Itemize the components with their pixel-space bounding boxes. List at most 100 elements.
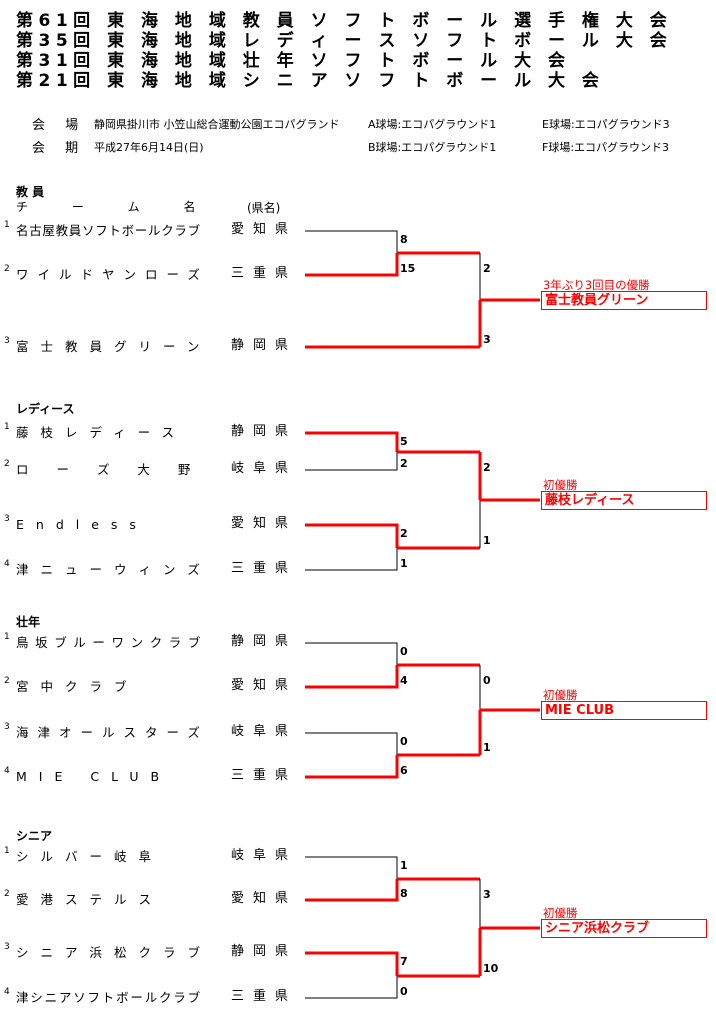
score: 2 (483, 262, 491, 275)
bracket-line-team-1 (305, 230, 398, 253)
team-prefecture: 岐阜県 (231, 724, 298, 739)
field-a: A球場:エコパグラウンド1 (368, 118, 497, 131)
team-name: ワイルドヤンローズ (16, 267, 209, 282)
bracket-line-team-4 (305, 976, 398, 999)
champion-box: 富士教員グリーン (541, 291, 707, 310)
bracket-line-team-1 (305, 642, 398, 665)
pref-column-header: (県名) (247, 201, 281, 215)
title-line-3: 第31回 東 海 地 域 壮 年 ソ フ ト ボ ー ル 大 会 (16, 51, 571, 71)
bracket-line-team-3 (305, 523, 399, 548)
score: 3 (483, 888, 491, 901)
champion-box: 藤枝レディース (541, 491, 707, 510)
team-seed: 2 (4, 676, 10, 686)
team-prefecture: 岐阜県 (231, 848, 298, 863)
section-title: 教 員 (16, 185, 45, 199)
section-title: 壮年 (16, 615, 41, 629)
team-name: 富士教員グリーン (16, 339, 212, 354)
team-seed: 1 (4, 422, 10, 432)
title-line-2: 第35回 東 海 地 域 レ デ ィ ー ス ソ フ ト ボ ー ル 大 会 (16, 31, 673, 51)
score: 5 (400, 435, 408, 448)
team-name: ロ ー ズ 大 野 (16, 462, 203, 477)
bracket-line-team-3 (305, 951, 399, 976)
team-name: 藤枝レディース (16, 425, 187, 440)
team-prefecture: 愛知県 (231, 516, 298, 531)
team-name: 津シニアソフトボールクラブ (16, 990, 202, 1005)
team-seed: 4 (4, 559, 10, 569)
bracket-line-team-4 (305, 755, 399, 779)
winner-note: 初優勝 (543, 478, 578, 492)
score: 6 (400, 764, 408, 777)
champion-box: MIE CLUB (541, 701, 707, 720)
team-name: シニア浜松クラブ (16, 945, 213, 960)
team-seed: 1 (4, 846, 10, 856)
team-prefecture: 静岡県 (231, 338, 298, 353)
field-e: E球場:エコパグラウンド3 (542, 118, 670, 131)
team-name: 津ニューウィンズ (16, 562, 212, 577)
score: 0 (400, 985, 408, 998)
team-name: 名古屋教員ソフトボールクラブ (16, 223, 201, 238)
team-seed: 2 (4, 459, 10, 469)
team-name: Endless (16, 517, 148, 532)
team-seed: 1 (4, 220, 10, 230)
team-name: 鳥坂ブルーワンクラブ (16, 635, 208, 650)
team-prefecture: 静岡県 (231, 424, 298, 439)
team-name: 愛港ステルス (16, 892, 164, 907)
team-name: 海津オールスターズ (16, 725, 209, 740)
score: 4 (400, 674, 408, 687)
bracket-line-team-1 (305, 431, 399, 452)
bracket-line-team-2 (305, 879, 399, 902)
score: 1 (400, 859, 408, 872)
score: 8 (400, 233, 408, 246)
team-prefecture: 三重県 (231, 561, 298, 576)
team-prefecture: 愛知県 (231, 222, 298, 237)
score: 10 (483, 962, 499, 975)
team-seed: 1 (4, 632, 10, 642)
team-prefecture: 岐阜県 (231, 461, 298, 476)
team-seed: 3 (4, 722, 10, 732)
bracket-line-team-2 (305, 253, 399, 277)
team-prefecture: 三重県 (231, 266, 298, 281)
team-seed: 3 (4, 942, 10, 952)
team-seed: 3 (4, 514, 10, 524)
score: 2 (400, 527, 408, 540)
team-prefecture: 三重県 (231, 989, 298, 1004)
score: 0 (483, 674, 491, 687)
bracket-line-team-2 (305, 665, 399, 689)
winner-note: 3年ぶり3回目の優勝 (543, 278, 650, 292)
section-title: シニア (16, 829, 53, 843)
score: 0 (400, 645, 408, 658)
team-prefecture: 静岡県 (231, 634, 298, 649)
champion-box: シニア浜松クラブ (541, 919, 707, 938)
team-seed: 2 (4, 264, 10, 274)
score: 1 (483, 741, 491, 754)
score: 1 (400, 557, 408, 570)
date-label: 会 期 (32, 141, 87, 156)
team-name: 宮中クラブ (16, 679, 139, 694)
title-line-1: 第61回 東 海 地 域 教 員 ソ フ ト ボ ー ル 選 手 権 大 会 (16, 11, 673, 31)
winner-note: 初優勝 (543, 906, 578, 920)
venue-label: 会 場 (32, 118, 87, 133)
team-prefecture: 愛知県 (231, 891, 298, 906)
bracket-line-team-2 (305, 452, 398, 471)
team-prefecture: 三重県 (231, 768, 298, 783)
field-b: B球場:エコパグラウンド1 (368, 141, 497, 154)
title-line-4: 第21回 東 海 地 域 シ ニ ア ソ フ ト ボ ー ル 大 会 (16, 71, 605, 91)
score: 1 (483, 534, 491, 547)
team-prefecture: 静岡県 (231, 944, 298, 959)
score: 2 (483, 461, 491, 474)
score: 3 (483, 333, 491, 346)
team-name: MIE CLUB (16, 769, 172, 784)
section-title: レディース (16, 402, 75, 416)
team-seed: 3 (4, 336, 10, 346)
score: 2 (400, 457, 408, 470)
team-prefecture: 愛知県 (231, 678, 298, 693)
bracket-line-team-3 (305, 732, 398, 755)
bracket-line-team-1 (305, 856, 398, 879)
date: 平成27年6月14日(日) (94, 141, 204, 154)
team-column-header: チ ー ム 名 (16, 200, 196, 214)
score: 15 (400, 262, 416, 275)
venue: 静岡県掛川市 小笠山総合運動公園エコパグランド (94, 118, 340, 131)
winner-note: 初優勝 (543, 688, 578, 702)
